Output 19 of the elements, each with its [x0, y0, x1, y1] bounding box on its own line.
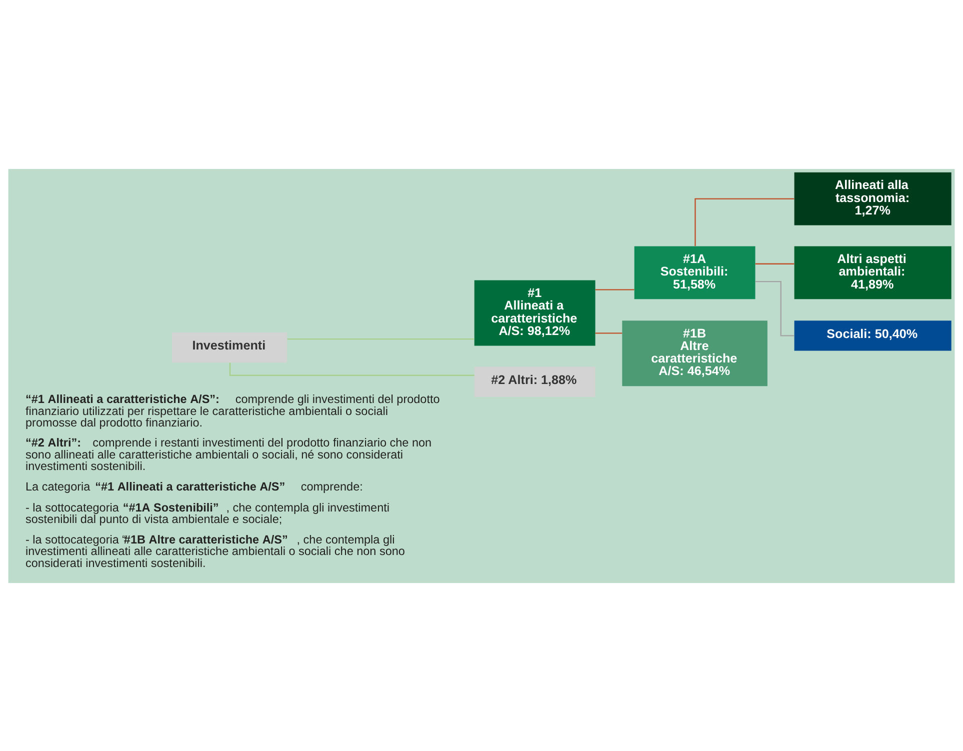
node-box: Investimenti	[172, 332, 288, 362]
node-box: Sociali: 50,40%	[794, 320, 952, 350]
label: La categoria “#1 Allineati a caratteristiche A/S” comprende:	[26, 480, 363, 493]
label: - la sottocategoria “#1B Altre caratteristiche A/S”, che contempla gli investimenti allineati alle caratteristiche ambientali o sociali che non sono considerati investimenti sostenibili.	[26, 532, 405, 570]
node-box: #2 Altri: 1,88%	[474, 366, 596, 396]
connector	[595, 332, 622, 334]
label: “#2 Altri”: comprende i restanti investimenti del prodotto finanziario che non sono allineati alle caratteristiche ambientali o sociali, né sono considerati investimenti sostenibili.	[26, 436, 432, 473]
label: “#1 Allineati a caratteristiche A/S”: comprende gli investimenti del prodotto finanziario utilizzati per rispettare le caratteristiche ambientali o sociali promosse dal prodotto finanziario.	[26, 392, 440, 430]
connector	[755, 262, 794, 264]
node-box: #1B Altre caratteristiche A/S: 46,54%	[622, 320, 768, 386]
node-box: Altri aspetti ambientali: 41,89%	[794, 246, 952, 299]
connector	[229, 362, 474, 376]
node-box: #1A Sostenibili: 51,58%	[634, 246, 756, 299]
connector	[287, 338, 474, 340]
node-box: Allineati alla tassonomia: 1,27%	[794, 172, 952, 225]
connector	[595, 288, 634, 290]
connector	[694, 198, 794, 246]
node-box: #1 Allineati a caratteristiche A/S: 98,12%	[474, 280, 596, 346]
label: - la sottocategoria “#1A Sostenibili”, che contempla gli investimenti sostenibili dal punto di vista ambientale e sociale;	[26, 500, 390, 526]
